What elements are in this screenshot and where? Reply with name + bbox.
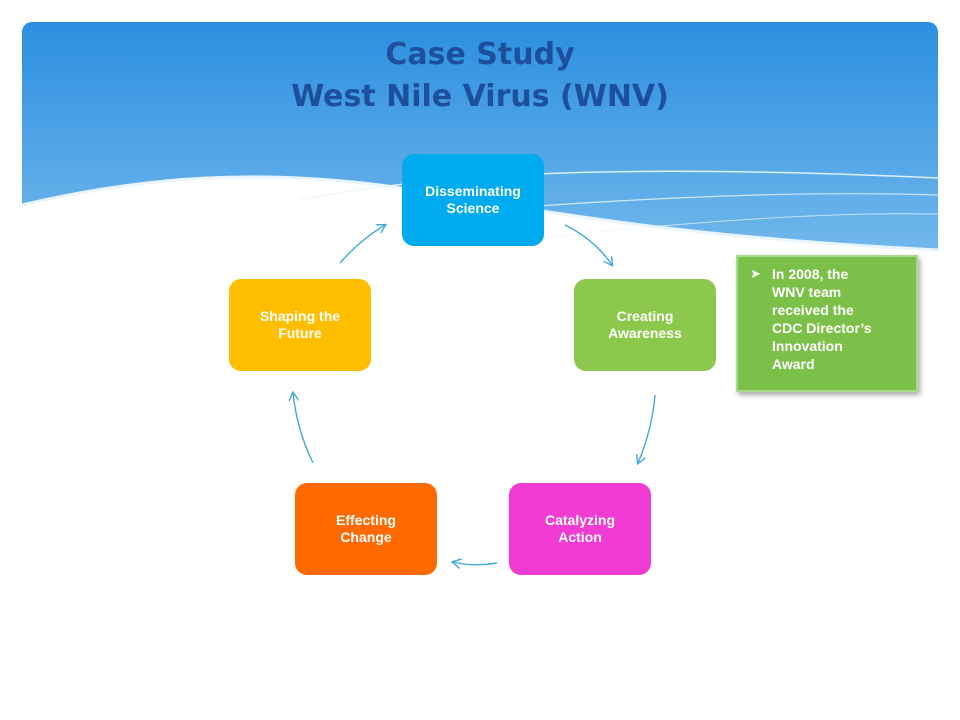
node-label: Shaping the Future [259,308,341,341]
award-callout: ➤ In 2008, the WNV team received the CDC… [736,255,918,392]
title-line-1: Case Study [385,37,575,72]
arrow-bullet-icon: ➤ [750,266,761,281]
node-effecting-change: Effecting Change [295,483,437,575]
node-creating-awareness: Creating Awareness [574,279,716,371]
node-label: Catalyzing Action [544,512,615,545]
award-callout-text: In 2008, the WNV team received the CDC D… [772,266,872,372]
node-label: Disseminating Science [425,183,521,216]
node-label: Creating Awareness [608,308,682,341]
node-disseminating-science: Disseminating Science [402,154,544,246]
node-catalyzing-action: Catalyzing Action [509,483,651,575]
node-label: Effecting Change [336,512,396,545]
title-line-2: West Nile Virus (WNV) [291,79,669,114]
node-shaping-the-future: Shaping the Future [229,279,371,371]
